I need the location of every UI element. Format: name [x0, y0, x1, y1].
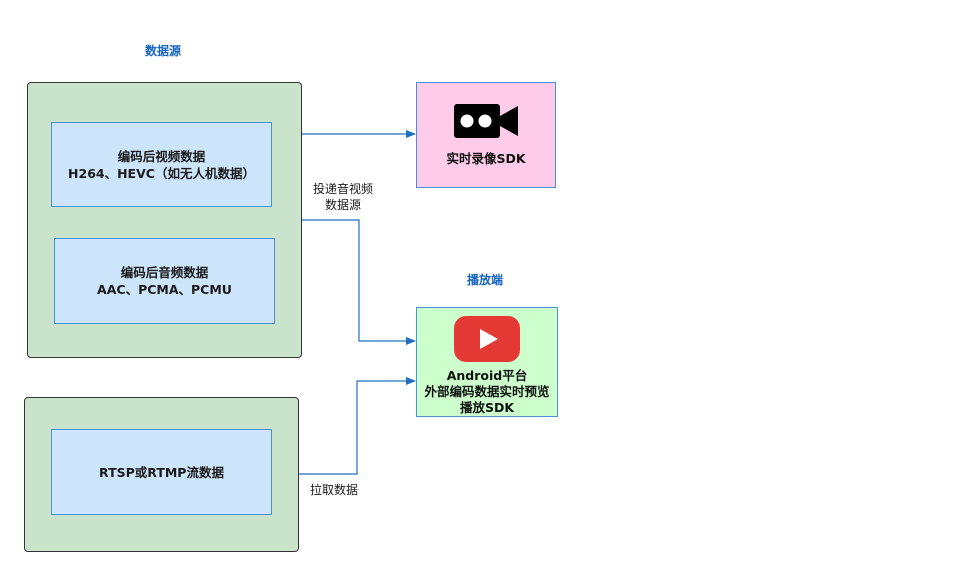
audio-data-box: 编码后音频数据 AAC、PCMA、PCMU: [54, 238, 275, 324]
video-camera-icon: [453, 103, 519, 139]
recorder-sdk-label: 实时录像SDK: [446, 151, 526, 166]
stream-data-label: RTSP或RTMP流数据: [99, 464, 224, 480]
player-sdk-line2: 外部编码数据实时预览: [424, 384, 550, 399]
video-data-line2: H264、HEVC（如无人机数据）: [68, 165, 255, 181]
pull-edge-label: 拉取数据: [310, 482, 359, 498]
audio-data-line1: 编码后音频数据: [120, 265, 209, 280]
push-edge-label: 投递音视频 数据源: [313, 181, 374, 213]
audio-data-line2: AAC、PCMA、PCMU: [97, 282, 232, 297]
recorder-sdk-box: 实时录像SDK: [416, 82, 556, 188]
edge-push-to-player: [302, 219, 416, 345]
push-edge-label-line1: 投递音视频: [313, 182, 374, 196]
player-sdk-line3: 播放SDK: [459, 400, 515, 415]
player-side-title: 播放端: [467, 273, 504, 287]
video-data-line1: 编码后视频数据: [117, 148, 206, 164]
player-sdk-line1: Android平台: [446, 368, 528, 383]
edge-pull-to-player: [299, 377, 416, 475]
stream-data-box: RTSP或RTMP流数据: [51, 429, 272, 515]
data-source-title: 数据源: [145, 44, 182, 58]
push-edge-label-line2: 数据源: [325, 198, 362, 212]
video-data-box: 编码后视频数据 H264、HEVC（如无人机数据）: [51, 122, 272, 207]
player-sdk-box: Android平台 外部编码数据实时预览 播放SDK: [416, 307, 558, 417]
youtube-play-icon: [454, 316, 520, 362]
